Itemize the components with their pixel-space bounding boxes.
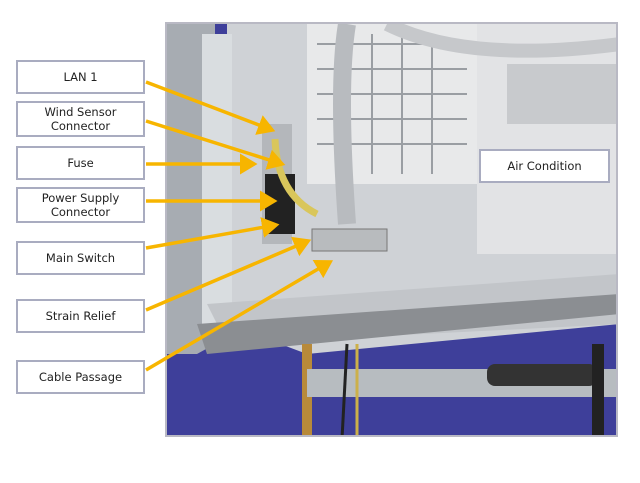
label-power-supply-connector: Power Supply Connector (16, 187, 145, 223)
label-fuse: Fuse (16, 146, 145, 180)
arrow-wind-sensor (145, 119, 286, 170)
arrow-strain-relief (145, 236, 312, 312)
label-strain-relief: Strain Relief (16, 299, 145, 333)
arrow-cable-passage (145, 260, 334, 372)
label-wind-sensor-connector: Wind Sensor Connector (16, 101, 145, 137)
cabinet-photo (165, 22, 618, 437)
arrow-main-switch (145, 217, 280, 250)
arrow-lan1 (145, 80, 276, 135)
label-air-condition: Air Condition (479, 149, 610, 183)
label-main-switch: Main Switch (16, 241, 145, 275)
label-cable-passage: Cable Passage (16, 360, 145, 394)
label-lan1: LAN 1 (16, 60, 145, 94)
